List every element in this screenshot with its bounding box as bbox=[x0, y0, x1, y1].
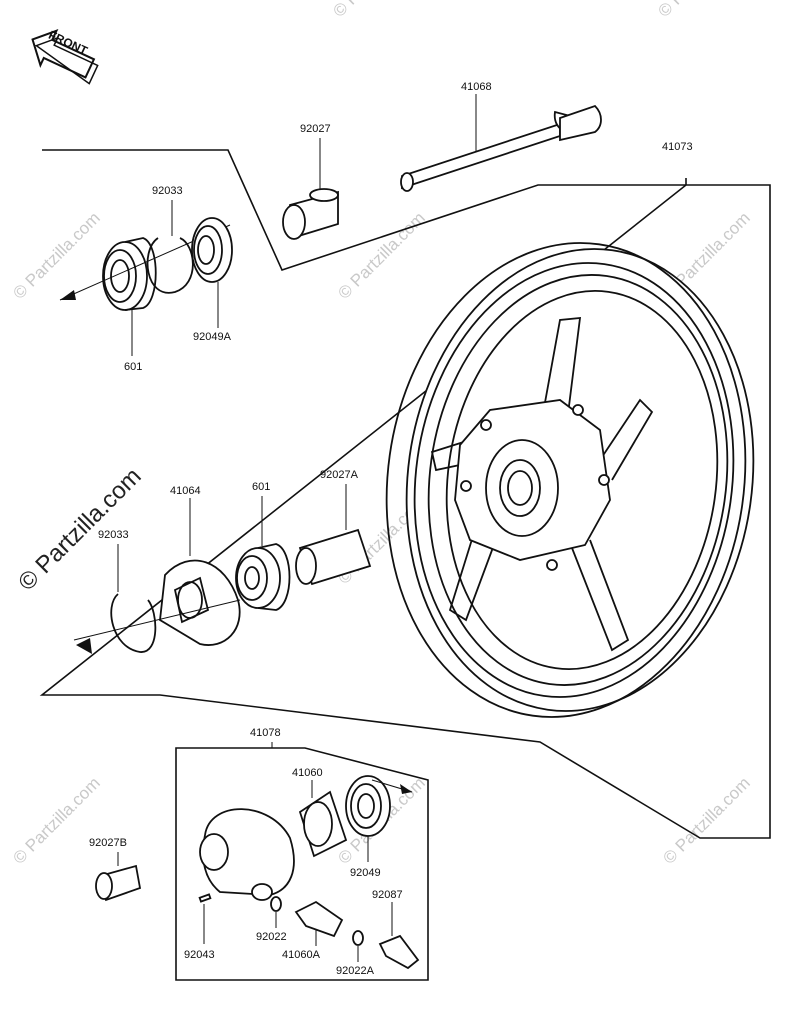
label-41068: 41068 bbox=[461, 81, 492, 93]
gear-housing bbox=[199, 808, 295, 901]
label-601-top: 601 bbox=[124, 361, 142, 373]
svg-text:© Partzilla.com: © Partzilla.com bbox=[9, 773, 103, 867]
pin-92043 bbox=[198, 893, 212, 903]
svg-text:© Partzilla.com: © Partzilla.com bbox=[659, 773, 753, 867]
label-92087: 92087 bbox=[372, 889, 403, 901]
label-92027a: 92027A bbox=[320, 469, 359, 481]
oil-seal-92049a bbox=[191, 217, 233, 283]
circlip-92033-top bbox=[146, 237, 194, 294]
spacer-92027a bbox=[295, 528, 372, 586]
bearing-601-top bbox=[102, 237, 157, 311]
axle-41068 bbox=[400, 104, 602, 192]
label-41073: 41073 bbox=[662, 141, 693, 153]
gearbox-group-outline bbox=[175, 747, 429, 981]
label-41078: 41078 bbox=[250, 727, 281, 739]
gear-41060 bbox=[298, 790, 348, 858]
label-92027b: 92027B bbox=[89, 837, 127, 849]
front-arrow-icon bbox=[31, 29, 99, 85]
bushing-92027b bbox=[95, 864, 142, 902]
label-92033-top: 92033 bbox=[152, 185, 183, 197]
circlip-92033-mid bbox=[110, 593, 157, 653]
label-41064: 41064 bbox=[170, 485, 201, 497]
label-92022a: 92022A bbox=[336, 965, 375, 977]
bushing-92087 bbox=[378, 934, 420, 970]
label-601-mid: 601 bbox=[252, 481, 270, 493]
svg-text:© Partzilla.com: © Partzilla.com bbox=[654, 0, 748, 21]
svg-text:© Partzilla.com: © Partzilla.com bbox=[329, 0, 423, 21]
label-92043: 92043 bbox=[184, 949, 215, 961]
label-41060a: 41060A bbox=[282, 949, 321, 961]
svg-text:© Partzilla.com: © Partzilla.com bbox=[334, 208, 428, 302]
plate-41064 bbox=[159, 559, 241, 646]
part-labels: 41068 92027 41073 92033 92049A 601 41064… bbox=[89, 81, 693, 977]
label-92049a: 92049A bbox=[193, 331, 232, 343]
seal-92049 bbox=[345, 775, 391, 837]
label-92022: 92022 bbox=[256, 931, 287, 943]
wheel-41073 bbox=[385, 242, 755, 718]
svg-text:© Partzilla.com: © Partzilla.com bbox=[9, 208, 103, 302]
spacer-92027 bbox=[282, 188, 339, 240]
wheel-assembly-outline bbox=[39, 149, 771, 839]
label-92027: 92027 bbox=[300, 123, 331, 135]
washer-92022a bbox=[352, 930, 364, 946]
label-92033-mid: 92033 bbox=[98, 529, 129, 541]
bearing-601-mid bbox=[235, 543, 291, 611]
label-41060: 41060 bbox=[292, 767, 323, 779]
pinion-41060a bbox=[294, 900, 344, 938]
label-92049: 92049 bbox=[350, 867, 381, 879]
washer-92022 bbox=[270, 896, 282, 912]
